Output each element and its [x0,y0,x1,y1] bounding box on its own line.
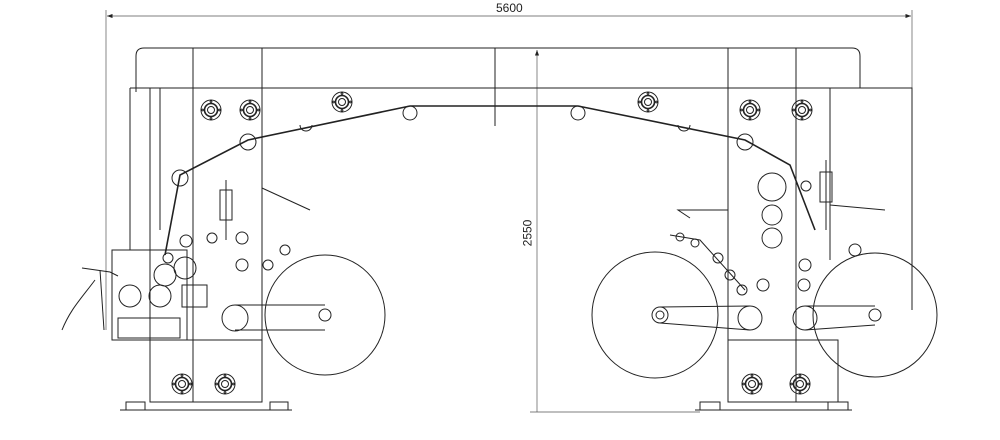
bearing-housings [171,91,813,395]
overall-width-label: 5600 [496,1,523,15]
web-path [164,105,816,256]
pneumatic-cylinders [181,160,833,308]
overall-height-label: 2550 [520,219,535,247]
right-frame [695,88,913,411]
top-frame [130,47,913,126]
guide-rollers [118,172,886,308]
rolls [221,251,938,379]
height-dimension [530,50,700,413]
left-frame [111,88,292,411]
hose [61,267,119,331]
